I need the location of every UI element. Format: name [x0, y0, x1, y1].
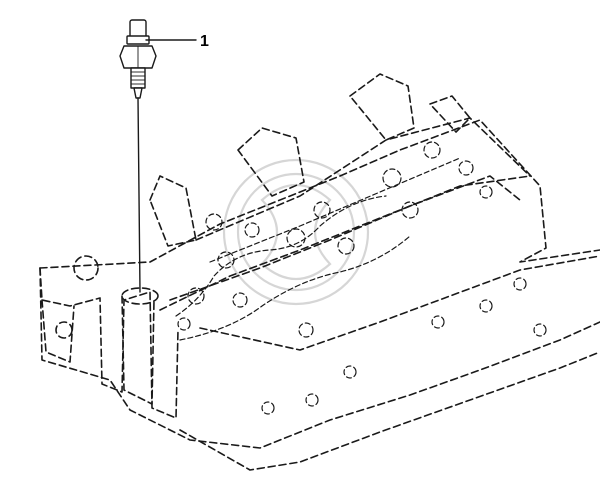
rocker-tower-1	[149, 175, 197, 247]
front-bolt-hole	[73, 255, 99, 281]
cylinder-head-assembly	[39, 73, 600, 471]
front-lower-hole	[55, 321, 73, 339]
front-end-block	[39, 267, 179, 419]
block-bottom-edge	[179, 351, 600, 471]
front-end-face	[41, 299, 75, 363]
valve-bolt-cluster	[177, 141, 547, 415]
fuel-line-run-2	[179, 235, 411, 341]
head-gasket-line	[199, 255, 600, 351]
cam-rail-lower	[169, 175, 521, 301]
temperature-sensor-part	[119, 19, 157, 99]
rocker-tower-3	[349, 73, 415, 141]
callout-label: 1	[200, 33, 209, 50]
install-guide-line	[137, 97, 141, 293]
sensor-threaded-shank	[130, 67, 146, 89]
sensor-bore-opening	[121, 287, 159, 305]
head-top-deck	[159, 175, 531, 311]
fuel-line-run	[175, 195, 387, 317]
rocker-tower-2	[237, 127, 305, 197]
rocker-tower-4	[429, 95, 471, 133]
head-outer-outline	[39, 119, 600, 269]
watermark-logo	[222, 158, 370, 306]
cam-rail-upper	[195, 117, 531, 241]
sensor-bore-tower	[121, 295, 155, 405]
sensor-tip	[133, 87, 143, 99]
head-lower-edge	[39, 267, 600, 449]
cam-rail-inner	[209, 157, 461, 263]
callout-1: 1	[145, 33, 209, 50]
